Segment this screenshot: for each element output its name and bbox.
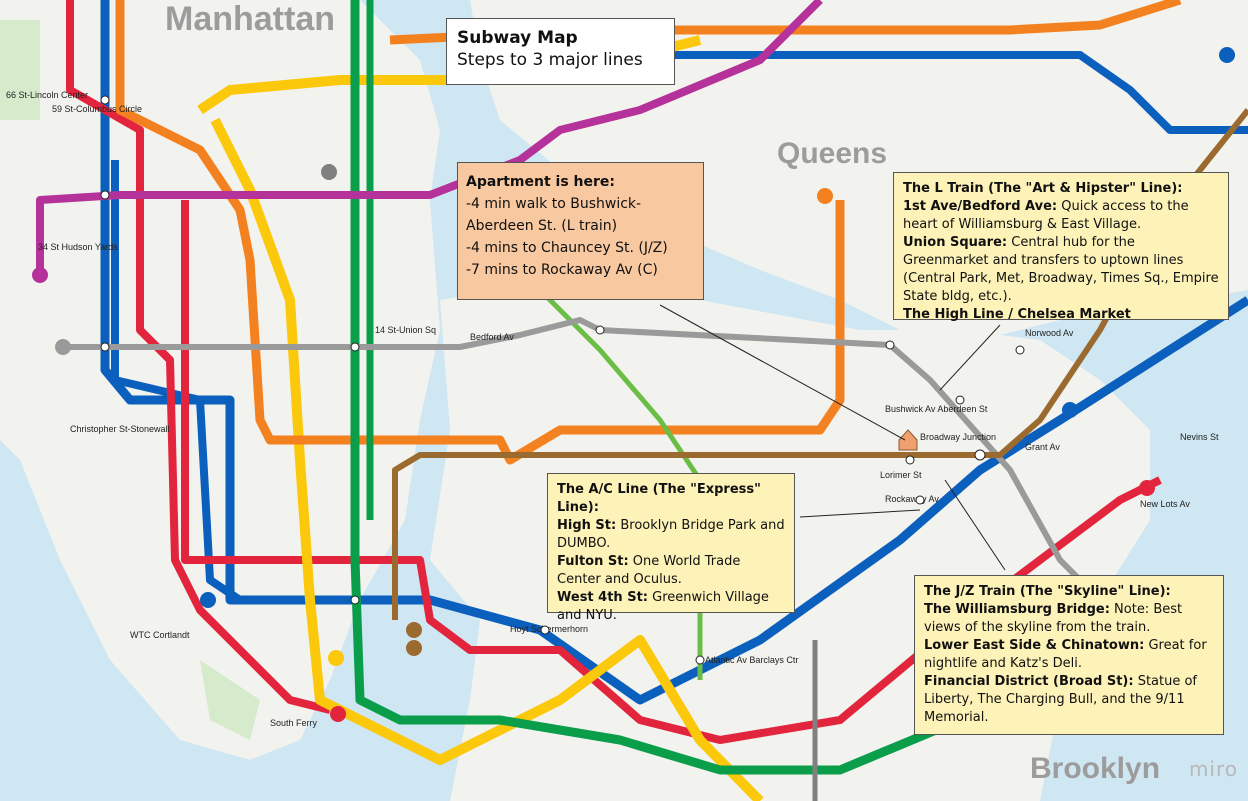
nqrw-line: [210, 117, 764, 801]
e-line: [111, 160, 243, 604]
title-card[interactable]: Subway Map Steps to 3 major lines: [446, 18, 675, 85]
brooklyn-label: Brooklyn: [1030, 752, 1160, 785]
annotation-arrows: [659, 304, 1006, 571]
jz-train-heading: The J/Z Train (The "Skyline" Line):: [924, 584, 1171, 599]
l-train-heading: The L Train (The "Art & Hipster" Line):: [903, 181, 1183, 196]
route-j-bullet: [406, 622, 422, 638]
station-label: Lorimer St: [880, 470, 922, 480]
station-label: 34 St Hudson Yards: [38, 242, 118, 252]
station-dot[interactable]: [595, 325, 605, 335]
ac-line-card[interactable]: The A/C Line (The "Express" Line): High …: [547, 473, 795, 623]
station-label: Norwood Av: [1025, 328, 1074, 338]
manhattan-label: Manhattan: [165, 0, 335, 38]
station-label: Bushwick Av Aberdeen St: [885, 404, 988, 414]
apartment-card[interactable]: Apartment is here: -4 min walk to Bushwi…: [457, 162, 704, 300]
l-train-card[interactable]: The L Train (The "Art & Hipster" Line): …: [893, 172, 1229, 322]
arrow-ac-line: [799, 509, 921, 518]
green-456-line: [350, 0, 1004, 775]
station-dot[interactable]: [100, 190, 110, 200]
l-train-item: 1st Ave/Bedford Ave: Quick access to the…: [903, 199, 1189, 232]
station-dot[interactable]: [695, 655, 705, 665]
jz-train-item: Financial District (Broad St): Statue of…: [924, 674, 1198, 725]
park-area-2: [200, 660, 260, 740]
station-dot[interactable]: [100, 95, 110, 105]
park-area: [0, 20, 40, 120]
route-1-bullet: [330, 706, 346, 722]
red-123-line: [66, 0, 331, 714]
route-w-bullet: [328, 650, 344, 666]
jz-train-item: Lower East Side & Chinatown: Great for n…: [924, 638, 1207, 671]
apartment-heading: Apartment is here:: [466, 174, 615, 190]
route-e-bullet: [200, 592, 216, 608]
station-dot[interactable]: [955, 395, 965, 405]
ac-line-item: Fulton St: One World Trade Center and Oc…: [557, 554, 741, 587]
apartment-line: -4 min walk to Bushwick-Aberdeen St. (L …: [466, 196, 642, 234]
miro-watermark: miro: [1188, 757, 1238, 781]
route-z-bullet: [406, 640, 422, 656]
station-dot[interactable]: [350, 595, 360, 605]
apartment-line: -4 mins to Chauncey St. (J/Z): [466, 240, 668, 256]
route-e-queens-bullet: [1219, 47, 1235, 63]
route-7-bullet: [32, 267, 48, 283]
station-dot[interactable]: [540, 625, 550, 635]
route-l-bullet: [55, 339, 71, 355]
station-label: Rockaway Av: [885, 494, 939, 504]
ac-line-item: High St: Brooklyn Bridge Park and DUMBO.: [557, 518, 785, 551]
station-dot[interactable]: [974, 449, 986, 461]
queens-label: Queens: [777, 137, 887, 170]
ac-line-heading: The A/C Line (The "Express" Line):: [557, 482, 761, 515]
station-label: Grant Av: [1025, 442, 1060, 452]
station-label: 66 St-Lincoln Center: [6, 90, 88, 100]
station-label: WTC Cortlandt: [130, 630, 190, 640]
station-label: Nevins St: [1180, 432, 1219, 442]
route-c-bullet: [1062, 402, 1078, 418]
ac-line-item: West 4th St: Greenwich Village and NYU.: [557, 590, 769, 623]
ace-line: [100, 0, 1248, 705]
station-label: Bedford Av: [470, 332, 514, 342]
purple-7-line: [36, 0, 823, 270]
arrow-apartment: [659, 304, 906, 441]
arrow-jz-line: [944, 479, 1006, 571]
station-label: Christopher St-Stonewall: [70, 424, 170, 434]
l-train-item: Union Square: Central hub for the Greenm…: [903, 235, 1219, 304]
map-subtitle: Steps to 3 major lines: [457, 50, 643, 70]
l-train-item: The High Line / Chelsea Market: [903, 307, 1131, 322]
station-dot[interactable]: [915, 495, 925, 505]
station-dot[interactable]: [100, 342, 110, 352]
route-s-bullet: [321, 164, 337, 180]
station-label: 59 St-Columbus Circle: [52, 104, 142, 114]
manhattan-land: [0, 0, 440, 760]
station-dot[interactable]: [350, 342, 360, 352]
l-line: [60, 317, 1103, 603]
station-label: Broadway Junction: [920, 432, 996, 442]
jz-train-item: The Williamsburg Bridge: Note: Best view…: [924, 602, 1183, 635]
route-m-bullet: [817, 188, 833, 204]
station-label: 14 St-Union Sq: [375, 325, 436, 335]
station-label: Atlantic Av Barclays Ctr: [705, 655, 798, 665]
station-label: South Ferry: [270, 718, 318, 728]
arrow-l-train: [939, 324, 1001, 391]
station-dot[interactable]: [905, 455, 915, 465]
map-title: Subway Map: [457, 28, 578, 48]
route-3-bullet: [1139, 480, 1155, 496]
home-icon: [898, 429, 918, 451]
route-bullets: [32, 47, 1235, 722]
station-dot[interactable]: [885, 340, 895, 350]
apartment-line: -7 mins to Rockaway Av (C): [466, 262, 658, 278]
station-dot[interactable]: [1015, 345, 1025, 355]
station-label: New Lots Av: [1140, 499, 1190, 509]
jz-train-card[interactable]: The J/Z Train (The "Skyline" Line): The …: [914, 575, 1224, 735]
bdfm-line: [115, 0, 845, 465]
